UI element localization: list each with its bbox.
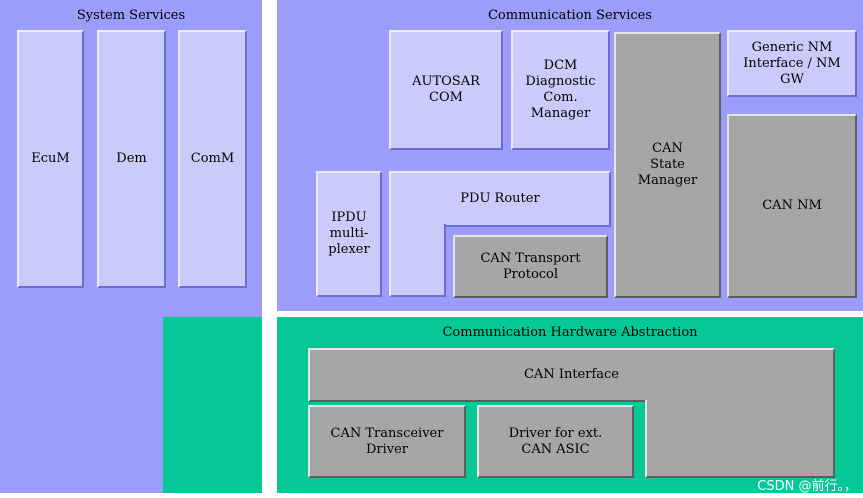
can-interface-module: CAN Interface bbox=[308, 348, 835, 402]
driver-ext-can-asic-module: Driver for ext. CAN ASIC bbox=[477, 405, 634, 478]
can-transceiver-driver-module: CAN Transceiver Driver bbox=[308, 405, 466, 478]
communication-hardware-abstraction-title: Communication Hardware Abstraction bbox=[442, 325, 698, 340]
hw-abstraction-left-strip bbox=[163, 317, 262, 493]
system-services-title: System Services bbox=[76, 8, 186, 23]
can-nm-module: CAN NM bbox=[727, 114, 857, 298]
pdu-router-module: PDU Router bbox=[389, 171, 611, 227]
ipdu-multiplexer-module: IPDU multi- plexer bbox=[316, 171, 382, 297]
generic-nm-module: Generic NM Interface / NM GW bbox=[727, 30, 857, 97]
communication-services-title: Communication Services bbox=[487, 8, 653, 23]
dcm-module: DCM Diagnostic Com. Manager bbox=[511, 30, 610, 150]
pdu-router-extension bbox=[389, 224, 446, 297]
comm-module: ComM bbox=[178, 30, 247, 288]
can-state-manager-module: CAN State Manager bbox=[614, 32, 721, 298]
can-interface-extension bbox=[645, 400, 835, 478]
ecum-module: EcuM bbox=[17, 30, 84, 288]
csdn-watermark: CSDN @前行。， bbox=[757, 479, 857, 494]
autosar-com-module: AUTOSAR COM bbox=[389, 30, 503, 150]
dem-module: Dem bbox=[97, 30, 166, 288]
can-transport-protocol-module: CAN Transport Protocol bbox=[453, 235, 608, 298]
